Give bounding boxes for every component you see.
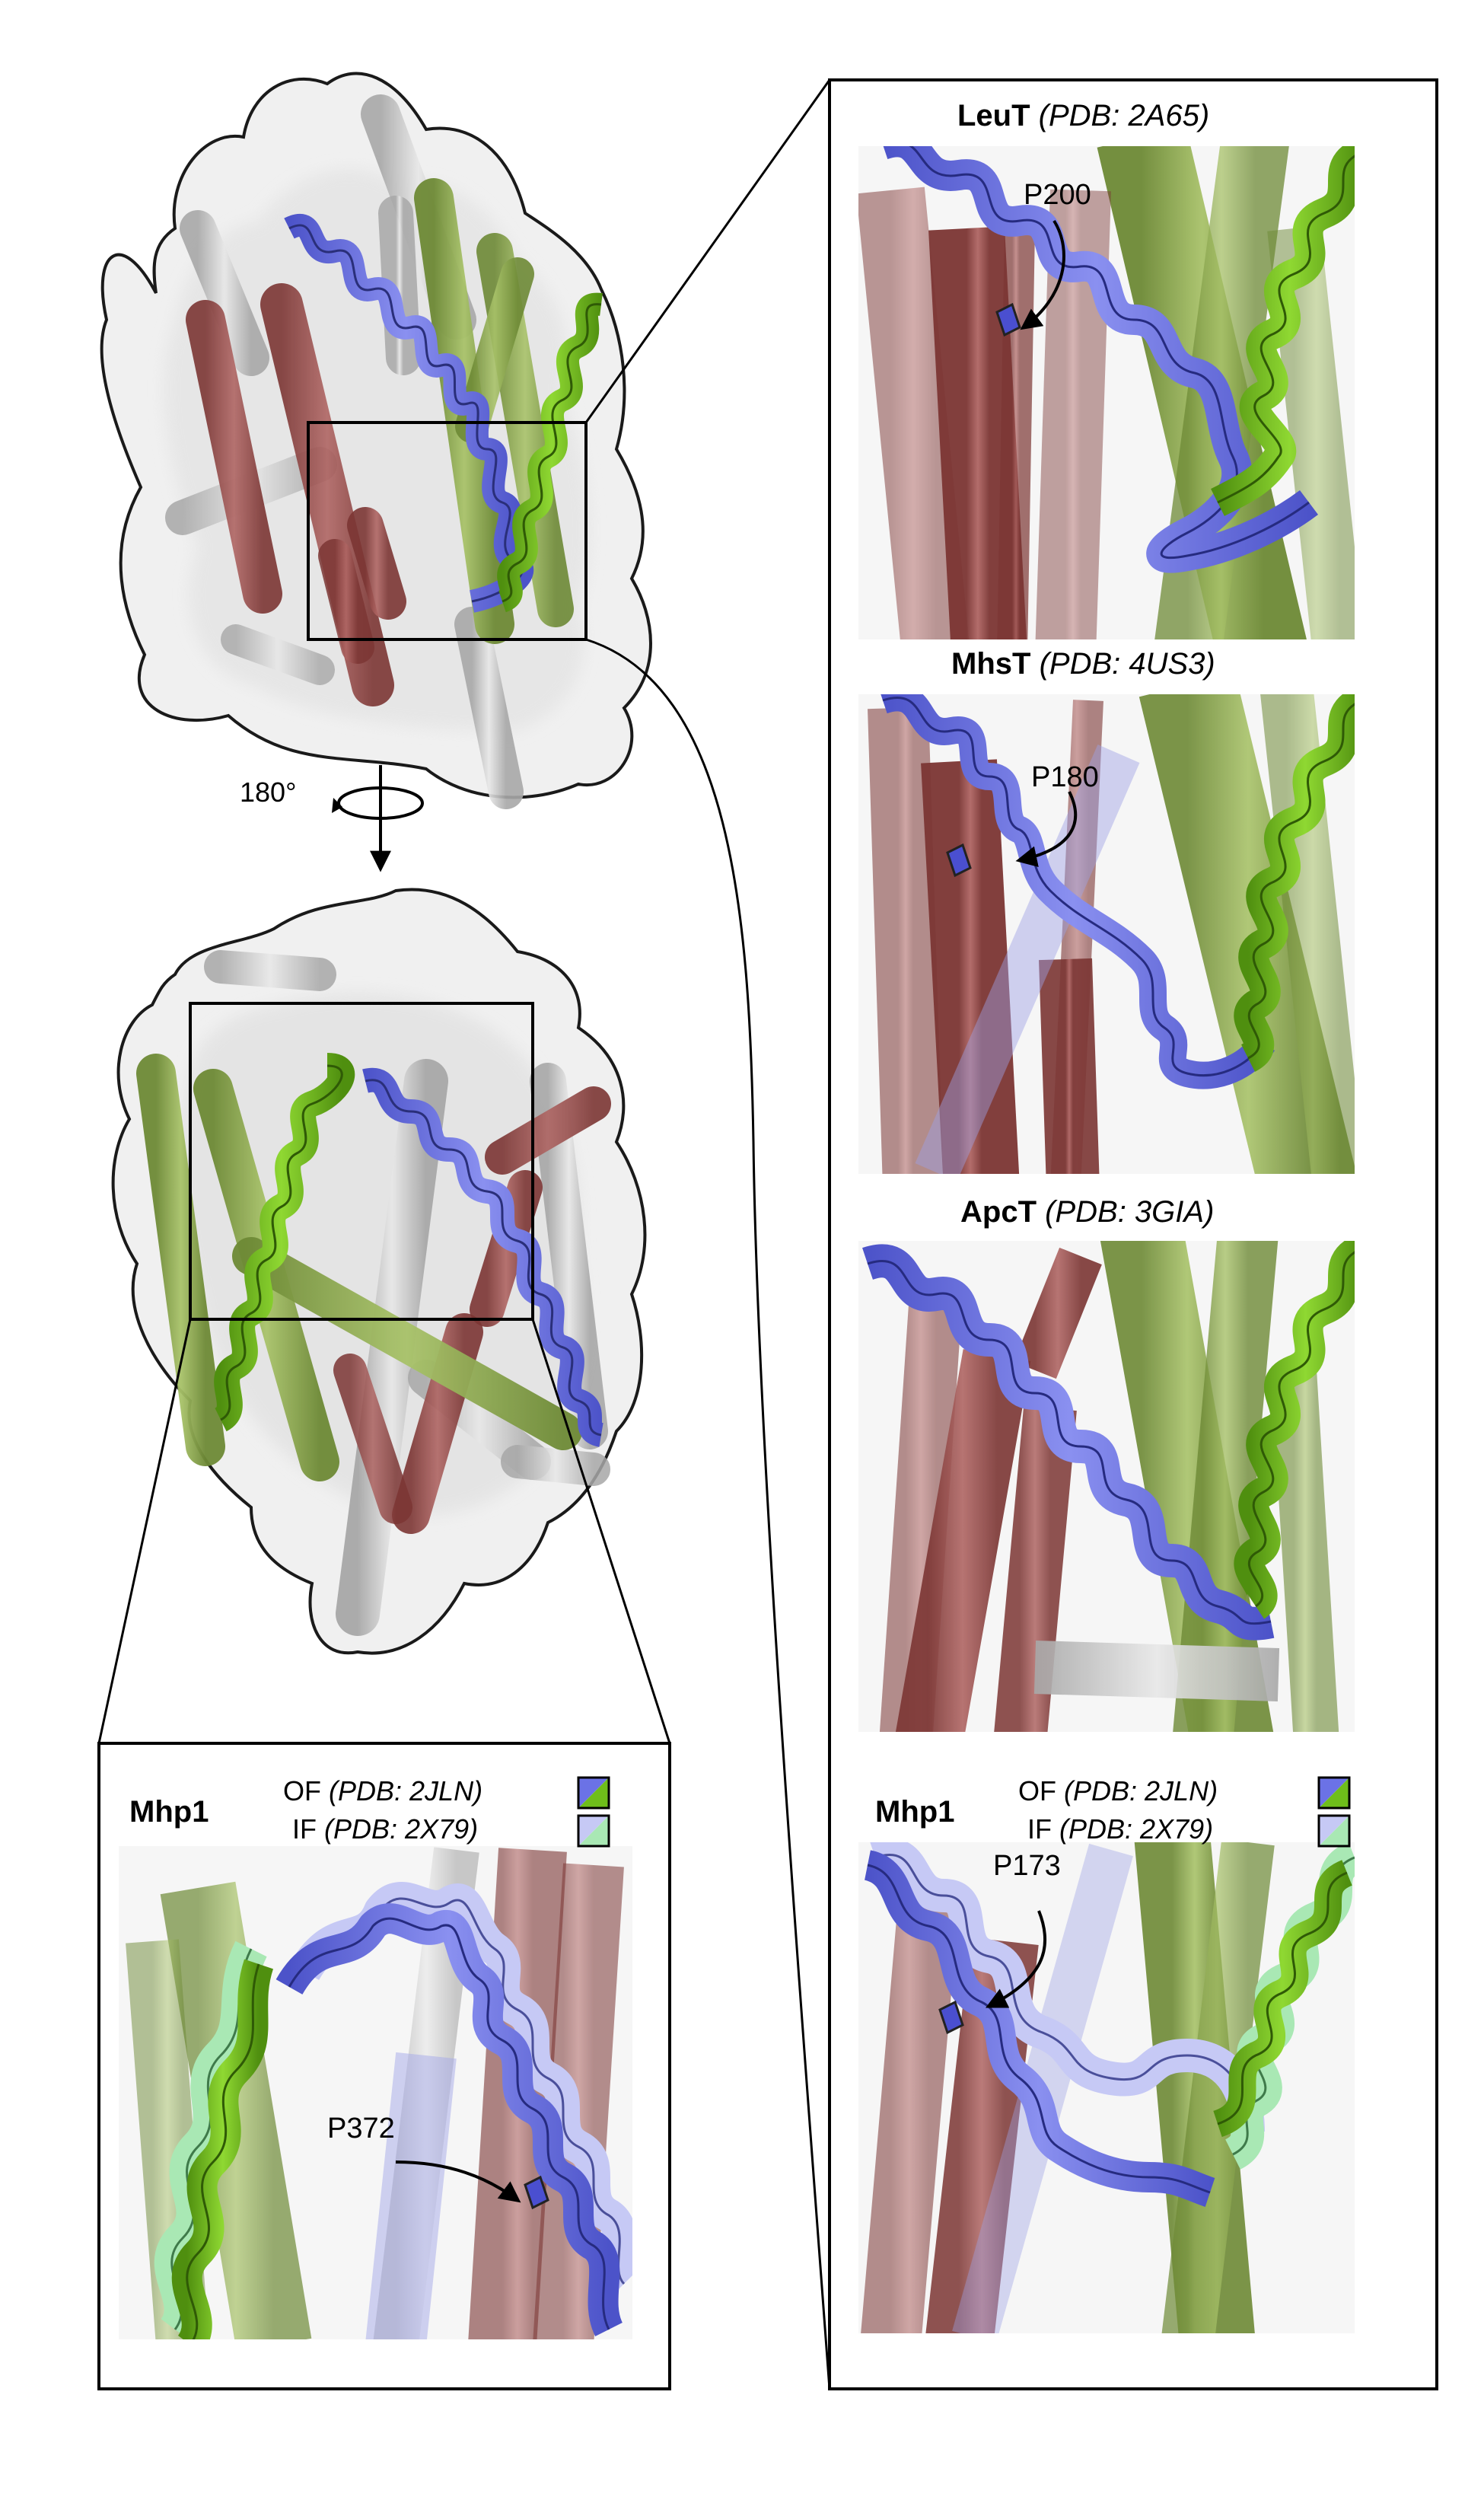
protein-name: ApcT (960, 1195, 1037, 1229)
protein-top-view (100, 72, 652, 809)
residue-label-mhst: P180 (1031, 761, 1099, 793)
panel-mhst-image (858, 694, 1355, 1174)
pdb-code: (PDB: 2A65) (1038, 99, 1210, 132)
legend-row-of-right: OF (PDB: 2JLN) (1018, 1775, 1218, 1807)
rotation-symbol (332, 765, 424, 872)
legend-state: OF (283, 1775, 321, 1806)
pdb-code: (PDB: 3GIA) (1045, 1195, 1215, 1229)
panel-apct-image (858, 1241, 1355, 1732)
legend-state: IF (292, 1813, 317, 1845)
legend-row-of-bottom: OF (PDB: 2JLN) (283, 1775, 482, 1807)
legend-pdb: (PDB: 2X79) (1059, 1813, 1214, 1845)
connector-lines (97, 79, 831, 2390)
arrow-mhp1-right (985, 1910, 1047, 2008)
panel-title-mhp1-bottom: Mhp1 (129, 1795, 209, 1829)
rotation-label: 180° (240, 776, 297, 808)
pdb-code: (PDB: 4US3) (1039, 647, 1215, 681)
legend-swatches-bottom (577, 1776, 610, 1848)
legend-pdb: (PDB: 2JLN) (1064, 1775, 1218, 1806)
protein-name: Mhp1 (875, 1795, 955, 1829)
frame-right (828, 78, 1438, 2390)
protein-name: LeuT (957, 99, 1030, 132)
panel-title-mhst: MhsT (PDB: 4US3) (951, 647, 1215, 681)
protein-name: Mhp1 (129, 1795, 209, 1829)
arrow-mhp1-bottom (395, 2160, 521, 2203)
zoom-box-middle (189, 1002, 534, 1321)
protein-name: MhsT (951, 647, 1031, 681)
arrow-leut (1020, 219, 1065, 330)
frame-bottom-left (97, 1742, 671, 2390)
legend-state: OF (1018, 1775, 1056, 1806)
panel-title-mhp1-right: Mhp1 (875, 1795, 954, 1829)
residue-label-mhp1-bottom: P372 (327, 2113, 395, 2144)
legend-row-if-bottom: IF (PDB: 2X79) (292, 1813, 478, 1845)
arrow-mhst (1015, 791, 1078, 867)
panel-mhp1-right-image (858, 1842, 1355, 2333)
residue-label-mhp1-right: P173 (993, 1850, 1061, 1882)
legend-pdb: (PDB: 2X79) (324, 1813, 479, 1845)
panel-leut-image (858, 146, 1355, 639)
panel-title-leut: LeuT (PDB: 2A65) (957, 99, 1209, 133)
protein-bottom-view (111, 888, 647, 1655)
panel-mhp1-bottom-image (119, 1846, 632, 2339)
zoom-box-top (307, 421, 588, 641)
residue-label-leut: P200 (1024, 179, 1091, 211)
legend-swatches-right (1317, 1776, 1351, 1848)
panel-title-apct: ApcT (PDB: 3GIA) (960, 1195, 1214, 1229)
legend-row-if-right: IF (PDB: 2X79) (1027, 1813, 1213, 1845)
legend-state: IF (1027, 1813, 1052, 1845)
legend-pdb: (PDB: 2JLN) (329, 1775, 483, 1806)
